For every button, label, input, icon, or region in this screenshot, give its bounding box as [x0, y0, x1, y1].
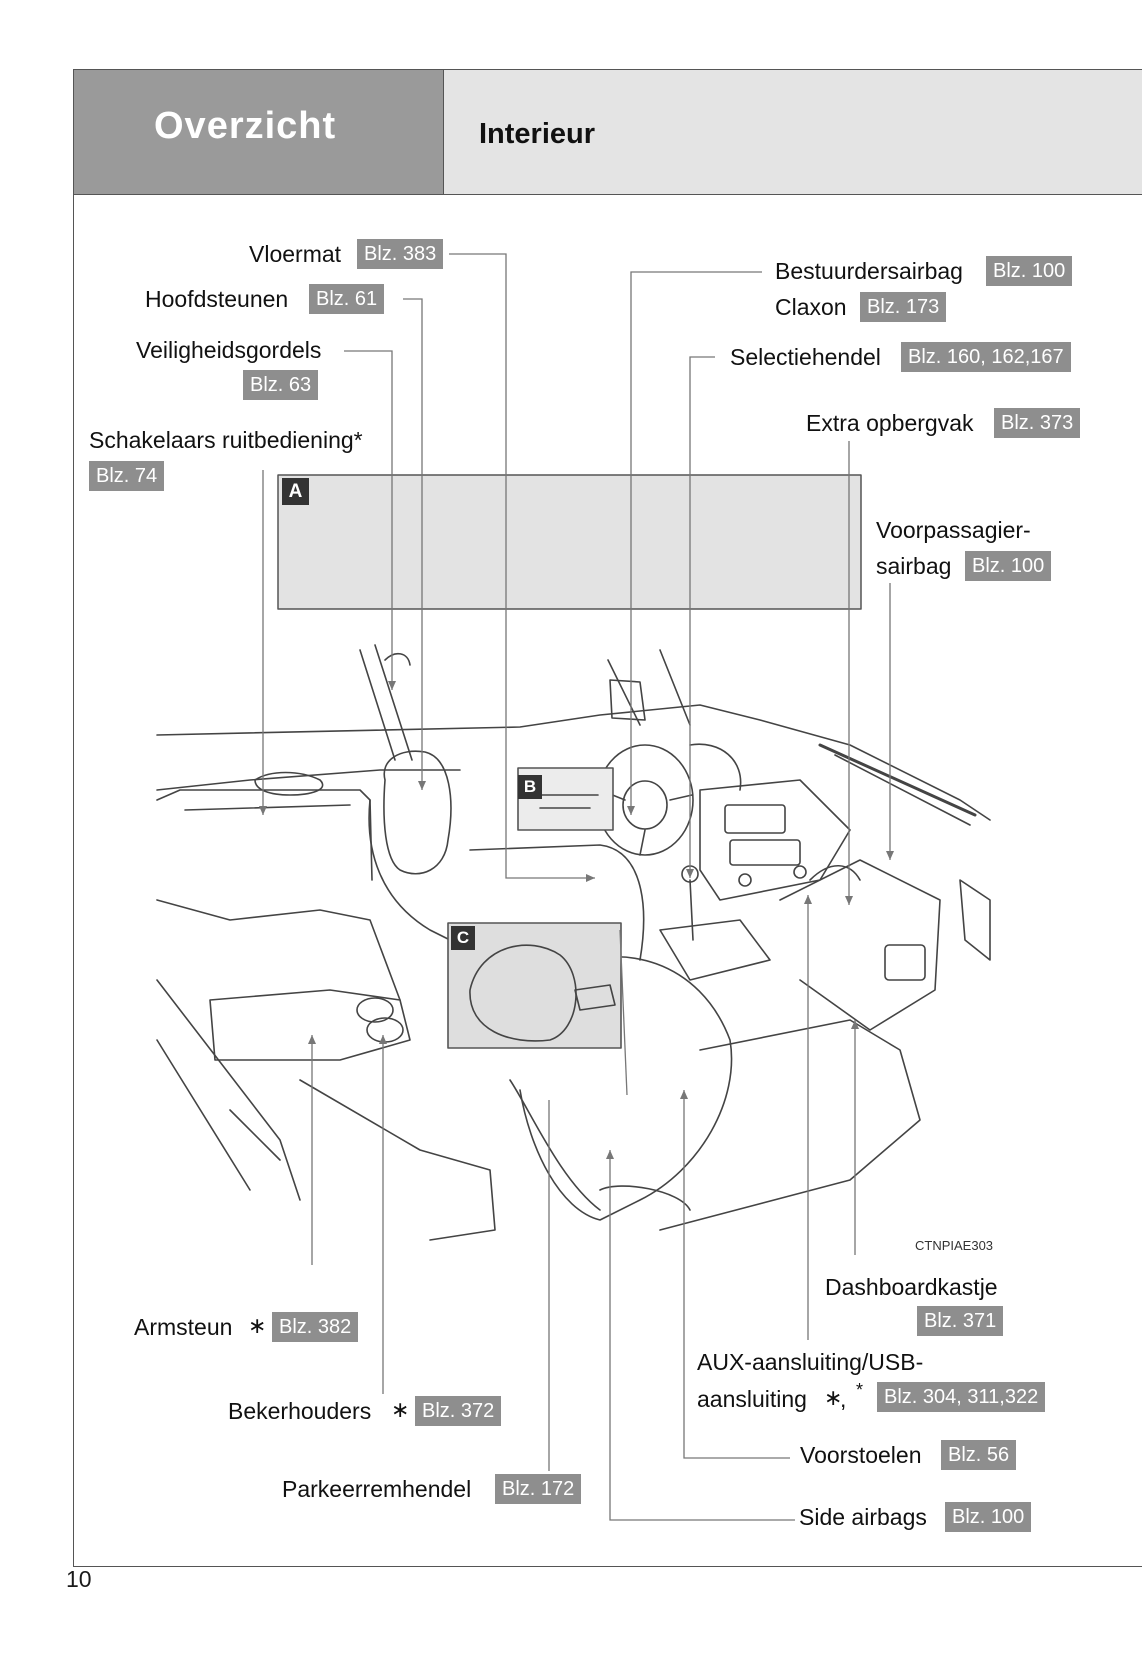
figure-tag-c: C — [451, 926, 475, 950]
asterisk-bekerhouders: ∗ — [391, 1397, 410, 1422]
superscript-asterisk-aux: * — [856, 1380, 864, 1400]
figure-tag-b: B — [518, 775, 542, 799]
label-hoofdsteunen: Hoofdsteunen — [145, 286, 289, 312]
label-vloermat: Vloermat — [249, 241, 342, 267]
ref-aux-usb[interactable]: Blz. 304, 311,322 — [877, 1382, 1046, 1412]
ref-hoofdsteunen[interactable]: Blz. 61 — [309, 284, 385, 314]
ref-bestuurdersairbag[interactable]: Blz. 100 — [986, 256, 1073, 286]
label-schakelaars-ruitbediening: Schakelaars ruitbediening* — [89, 427, 363, 453]
asterisk-aux: ∗ — [824, 1385, 843, 1410]
page-title: Interieur — [479, 118, 596, 150]
label-voorpassagier-line2: sairbag — [876, 553, 952, 579]
figure-tag-a: A — [282, 478, 309, 505]
ref-veiligheidsgordels[interactable]: Blz. 63 — [243, 370, 319, 400]
section-title: Overzicht — [154, 105, 337, 147]
ref-vloermat[interactable]: Blz. 383 — [357, 239, 444, 269]
title-header-box — [444, 70, 1142, 195]
asterisk-armsteun: ∗ — [248, 1313, 267, 1338]
label-side-airbags: Side airbags — [799, 1504, 927, 1530]
label-bestuurdersairbag: Bestuurdersairbag — [775, 258, 963, 284]
label-parkeerremhendel: Parkeerremhendel — [282, 1476, 472, 1502]
label-veiligheidsgordels: Veiligheidsgordels — [136, 337, 322, 363]
section-header-box — [74, 70, 444, 195]
asterisk-aux-comma: , — [840, 1386, 847, 1412]
label-bekerhouders: Bekerhouders — [228, 1398, 372, 1424]
ref-selectiehendel[interactable]: Blz. 160, 162,167 — [901, 342, 1071, 372]
label-voorpassagier-line1: Voorpassagier- — [876, 517, 1031, 543]
label-voorstoelen: Voorstoelen — [800, 1442, 922, 1468]
page-frame — [73, 69, 1142, 1567]
ref-parkeerremhendel[interactable]: Blz. 172 — [495, 1474, 582, 1504]
label-claxon: Claxon — [775, 294, 847, 320]
ref-dashboardkastje[interactable]: Blz. 371 — [917, 1306, 1004, 1336]
label-extra-opbergvak: Extra opbergvak — [806, 410, 974, 436]
label-selectiehendel: Selectiehendel — [730, 344, 881, 370]
label-dashboardkastje: Dashboardkastje — [825, 1274, 998, 1300]
figure-code: CTNPIAE303 — [915, 1238, 994, 1253]
label-aux-line2: aansluiting — [697, 1386, 807, 1412]
ref-voorstoelen[interactable]: Blz. 56 — [941, 1440, 1017, 1470]
ref-voorpassagiersairbag[interactable]: Blz. 100 — [965, 551, 1052, 581]
ref-extra-opbergvak[interactable]: Blz. 373 — [994, 408, 1081, 438]
ref-claxon[interactable]: Blz. 173 — [860, 292, 947, 322]
ref-schakelaars-ruitbediening[interactable]: Blz. 74 — [89, 461, 165, 491]
label-aux-line1: AUX-aansluiting/USB- — [697, 1349, 924, 1375]
page-number: 10 — [66, 1566, 92, 1592]
ref-armsteun[interactable]: Blz. 382 — [272, 1312, 359, 1342]
ref-side-airbags[interactable]: Blz. 100 — [945, 1502, 1032, 1532]
label-armsteun: Armsteun — [134, 1314, 233, 1340]
ref-bekerhouders[interactable]: Blz. 372 — [415, 1396, 502, 1426]
